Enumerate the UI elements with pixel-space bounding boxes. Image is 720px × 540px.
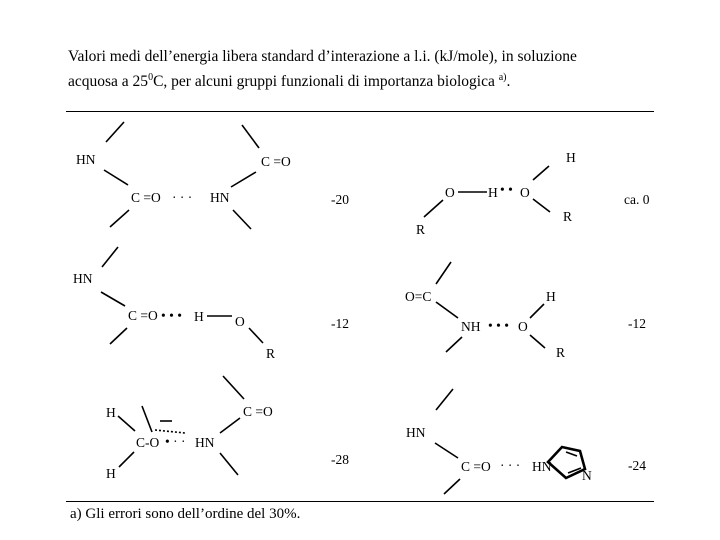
caption-line-2: acquosa a 250C, per alcuni gruppi funzio…: [68, 67, 668, 92]
hn-label: HN: [73, 271, 93, 286]
caption-text-a: acquosa a 25: [68, 73, 149, 91]
bond: [109, 327, 128, 345]
double-bond: [565, 451, 578, 457]
bond: [532, 165, 550, 181]
imidazole-ring-icon: [546, 445, 587, 480]
energy-value-3: -12: [331, 316, 349, 331]
table-caption: Valori medi dell’energia libera standard…: [68, 46, 668, 92]
bond: [248, 327, 264, 344]
carbonyl-label-top: C =O: [261, 154, 291, 169]
r-label: R: [556, 345, 565, 360]
structure-amide-hydroxyl: HN C =O • • • H O R: [73, 246, 275, 361]
energy-value-5: -28: [331, 452, 349, 467]
dashed-bond: [154, 429, 186, 434]
h-label: H: [546, 289, 556, 304]
h-label: H: [194, 309, 204, 324]
caption-text-b: C, per alcuni gruppi funzionali di impor…: [153, 73, 499, 91]
r-label-1: R: [416, 222, 425, 237]
bond: [435, 301, 459, 319]
hbond-dots: • · ·: [165, 434, 185, 449]
bond: [445, 336, 463, 353]
bond: [109, 209, 130, 228]
bond: [219, 417, 241, 434]
hn-label: HN: [195, 435, 215, 450]
hn-label: HN: [76, 152, 96, 167]
nh-label: NH: [461, 319, 481, 334]
bond: [443, 478, 461, 495]
o-label-2: O: [520, 185, 530, 200]
bond: [230, 171, 257, 188]
o-label: O: [235, 314, 245, 329]
h-label-top: H: [566, 150, 576, 165]
r-label: R: [266, 346, 275, 361]
bond: [532, 198, 551, 213]
hbond-dots: • • •: [488, 318, 509, 333]
bond: [101, 246, 119, 268]
energy-value-4: -12: [628, 316, 646, 331]
hbond-dots: • •: [500, 182, 513, 197]
wedge-bond: [141, 405, 153, 433]
double-bond: [567, 467, 582, 474]
hn-label-2: HN: [532, 459, 552, 474]
bond: [423, 199, 444, 218]
carbonyl-label: C =O: [128, 308, 158, 323]
carbonyl-label: C =O: [243, 404, 273, 419]
carbonyl-label: C =O: [131, 190, 161, 205]
bond: [435, 261, 452, 285]
energy-value-1: -20: [331, 192, 349, 207]
bond: [529, 303, 545, 319]
bond: [241, 124, 260, 149]
bottom-rule: [66, 501, 654, 502]
n-label: N: [582, 468, 592, 483]
degree-superscript: 0: [148, 72, 154, 83]
bond: [117, 415, 136, 432]
bond: [435, 388, 454, 411]
hbond-dots: · · ·: [172, 190, 192, 205]
o-label-1: O: [445, 185, 455, 200]
footnote-mark: a): [498, 72, 507, 83]
structure-amide-nh-hydroxyl: O=C NH • • • O H R: [405, 261, 565, 360]
bond: [105, 121, 125, 143]
structure-hydroxyl-hydroxyl: R O H • • O H R: [416, 150, 576, 237]
top-rule: [66, 111, 654, 112]
hn-label-2: HN: [210, 190, 230, 205]
bond: [529, 334, 546, 349]
caption-line-1: Valori medi dell’energia libera standard…: [68, 48, 577, 65]
h-label-1: H: [106, 405, 116, 420]
h-label-mid: H: [488, 185, 498, 200]
footnote: a) Gli errori sono dell’ordine del 30%.: [70, 506, 301, 522]
energy-value-2: ca. 0: [624, 192, 650, 207]
structure-amide-imidazole: HN C =O · · · HN N: [406, 388, 592, 495]
structure-carbohydrate-amide: H C-O H • · · HN C =O: [106, 375, 273, 481]
caption-end: .: [506, 73, 511, 91]
bond: [219, 452, 239, 476]
bond: [103, 169, 129, 186]
o-label: O: [518, 319, 528, 334]
bond: [222, 375, 245, 400]
hbond-dots: • • •: [161, 308, 182, 323]
structure-amide-amide: HN C =O · · · HN C =O: [76, 121, 291, 230]
hbond-dots: · · ·: [500, 458, 520, 473]
bond: [434, 442, 459, 459]
bond: [118, 451, 135, 468]
carbonyl-label: O=C: [405, 289, 431, 304]
bond: [100, 291, 126, 307]
r-label-2: R: [563, 209, 572, 224]
alcohol-label: C-O: [136, 435, 160, 450]
h-label-2: H: [106, 466, 116, 481]
energy-value-6: -24: [628, 458, 646, 473]
hn-label: HN: [406, 425, 426, 440]
carbonyl-label: C =O: [461, 459, 491, 474]
bond: [232, 209, 252, 230]
